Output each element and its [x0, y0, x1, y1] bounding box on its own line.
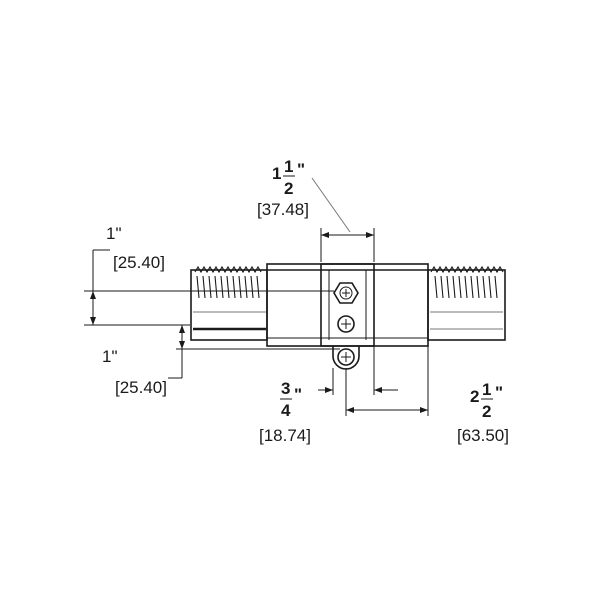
- dim-lower-value: 1": [102, 347, 118, 366]
- dim-top-unit: ": [297, 160, 305, 179]
- dim-upper-offset: [84, 249, 334, 326]
- dim-top-metric: [37.48]: [257, 200, 309, 219]
- dim-body-den: 2: [482, 402, 491, 421]
- dim-upper-metric: [25.40]: [113, 253, 165, 272]
- fitting-body: [266, 263, 429, 347]
- dim-top-num: 1: [284, 157, 293, 176]
- dim-tab-num: 3: [281, 379, 290, 398]
- left-threaded-pipe: [190, 265, 268, 341]
- dim-lower-metric: [25.40]: [115, 378, 167, 397]
- dim-top-whole: 1: [272, 164, 281, 183]
- dim-body-whole: 2: [470, 387, 479, 406]
- dim-body-width: [345, 346, 429, 416]
- dim-tab-unit: ": [294, 385, 302, 404]
- dim-tab-label: 3 4 " [18.74]: [259, 379, 311, 445]
- dim-body-metric: [63.50]: [457, 426, 509, 445]
- dim-upper-value: 1": [106, 224, 122, 243]
- hex-screw-icon: [333, 282, 359, 304]
- right-threaded-pipe: [427, 265, 506, 341]
- right-thread-ridges: [434, 275, 498, 299]
- dim-top-label: 1 1 2 " [37.48]: [257, 157, 309, 219]
- dim-body-num: 1: [482, 380, 491, 399]
- dim-tab-width: [318, 346, 398, 395]
- round-screw-icon: [337, 315, 355, 333]
- left-thread-ridges: [196, 275, 260, 299]
- dim-tab-den: 4: [281, 401, 291, 420]
- dim-body-label: 2 1 2 " [63.50]: [457, 380, 509, 445]
- dim-tab-metric: [18.74]: [259, 426, 311, 445]
- dim-top-den: 2: [284, 179, 293, 198]
- dim-top-width: [311, 177, 375, 262]
- dim-body-unit: ": [495, 383, 503, 402]
- dim-lower-offset: [168, 325, 340, 379]
